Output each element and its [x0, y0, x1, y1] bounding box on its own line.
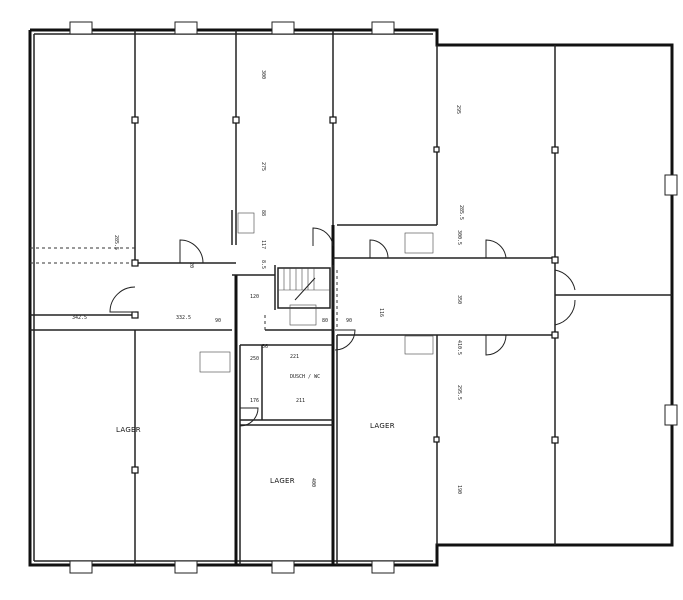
dim-label: 295.5 [456, 385, 462, 400]
dim-label: 285.5 [113, 235, 119, 250]
outer-walls [28, 28, 674, 567]
dim-label: 176 [250, 398, 259, 404]
dim-label: 56 [262, 344, 268, 350]
dim-label: 117 [260, 240, 266, 249]
dim-label: 120 [250, 294, 259, 300]
dim-label: 275 [260, 162, 266, 171]
dim-label: 285.5 [458, 205, 464, 220]
dim-label: 80 [322, 318, 328, 324]
dim-label: 295 [455, 105, 461, 114]
dim-label: 116 [378, 308, 384, 317]
dim-label: 342.5 [72, 315, 87, 321]
room-label-lager-center: LAGER [270, 477, 295, 485]
small-annotations [199, 212, 434, 373]
dim-label: 190 [456, 485, 462, 494]
windows [69, 21, 678, 574]
room-label-wc: DUSCH / WC [290, 374, 320, 380]
dim-label: 400 [310, 478, 316, 487]
room-label-lager-left: LAGER [116, 426, 141, 434]
dim-label: 332.5 [176, 315, 191, 321]
dim-label: 350 [456, 295, 462, 304]
dim-label: 410.5 [456, 340, 462, 355]
dim-label: 221 [290, 354, 299, 360]
dim-label: 8.5 [260, 260, 266, 269]
dim-label: 90 [215, 318, 221, 324]
dim-label: 250 [250, 356, 259, 362]
interior-walls [30, 30, 672, 565]
dim-label: 20 [188, 262, 194, 268]
dim-label: 300 [260, 70, 266, 79]
dim-label: 300.5 [456, 230, 462, 245]
dim-label: 88 [260, 210, 266, 216]
dim-label: 90 [346, 318, 352, 324]
dim-label: 211 [296, 398, 305, 404]
columns [131, 116, 559, 474]
room-label-lager-right: LAGER [370, 422, 395, 430]
doors [109, 227, 576, 427]
staircase [277, 267, 331, 309]
